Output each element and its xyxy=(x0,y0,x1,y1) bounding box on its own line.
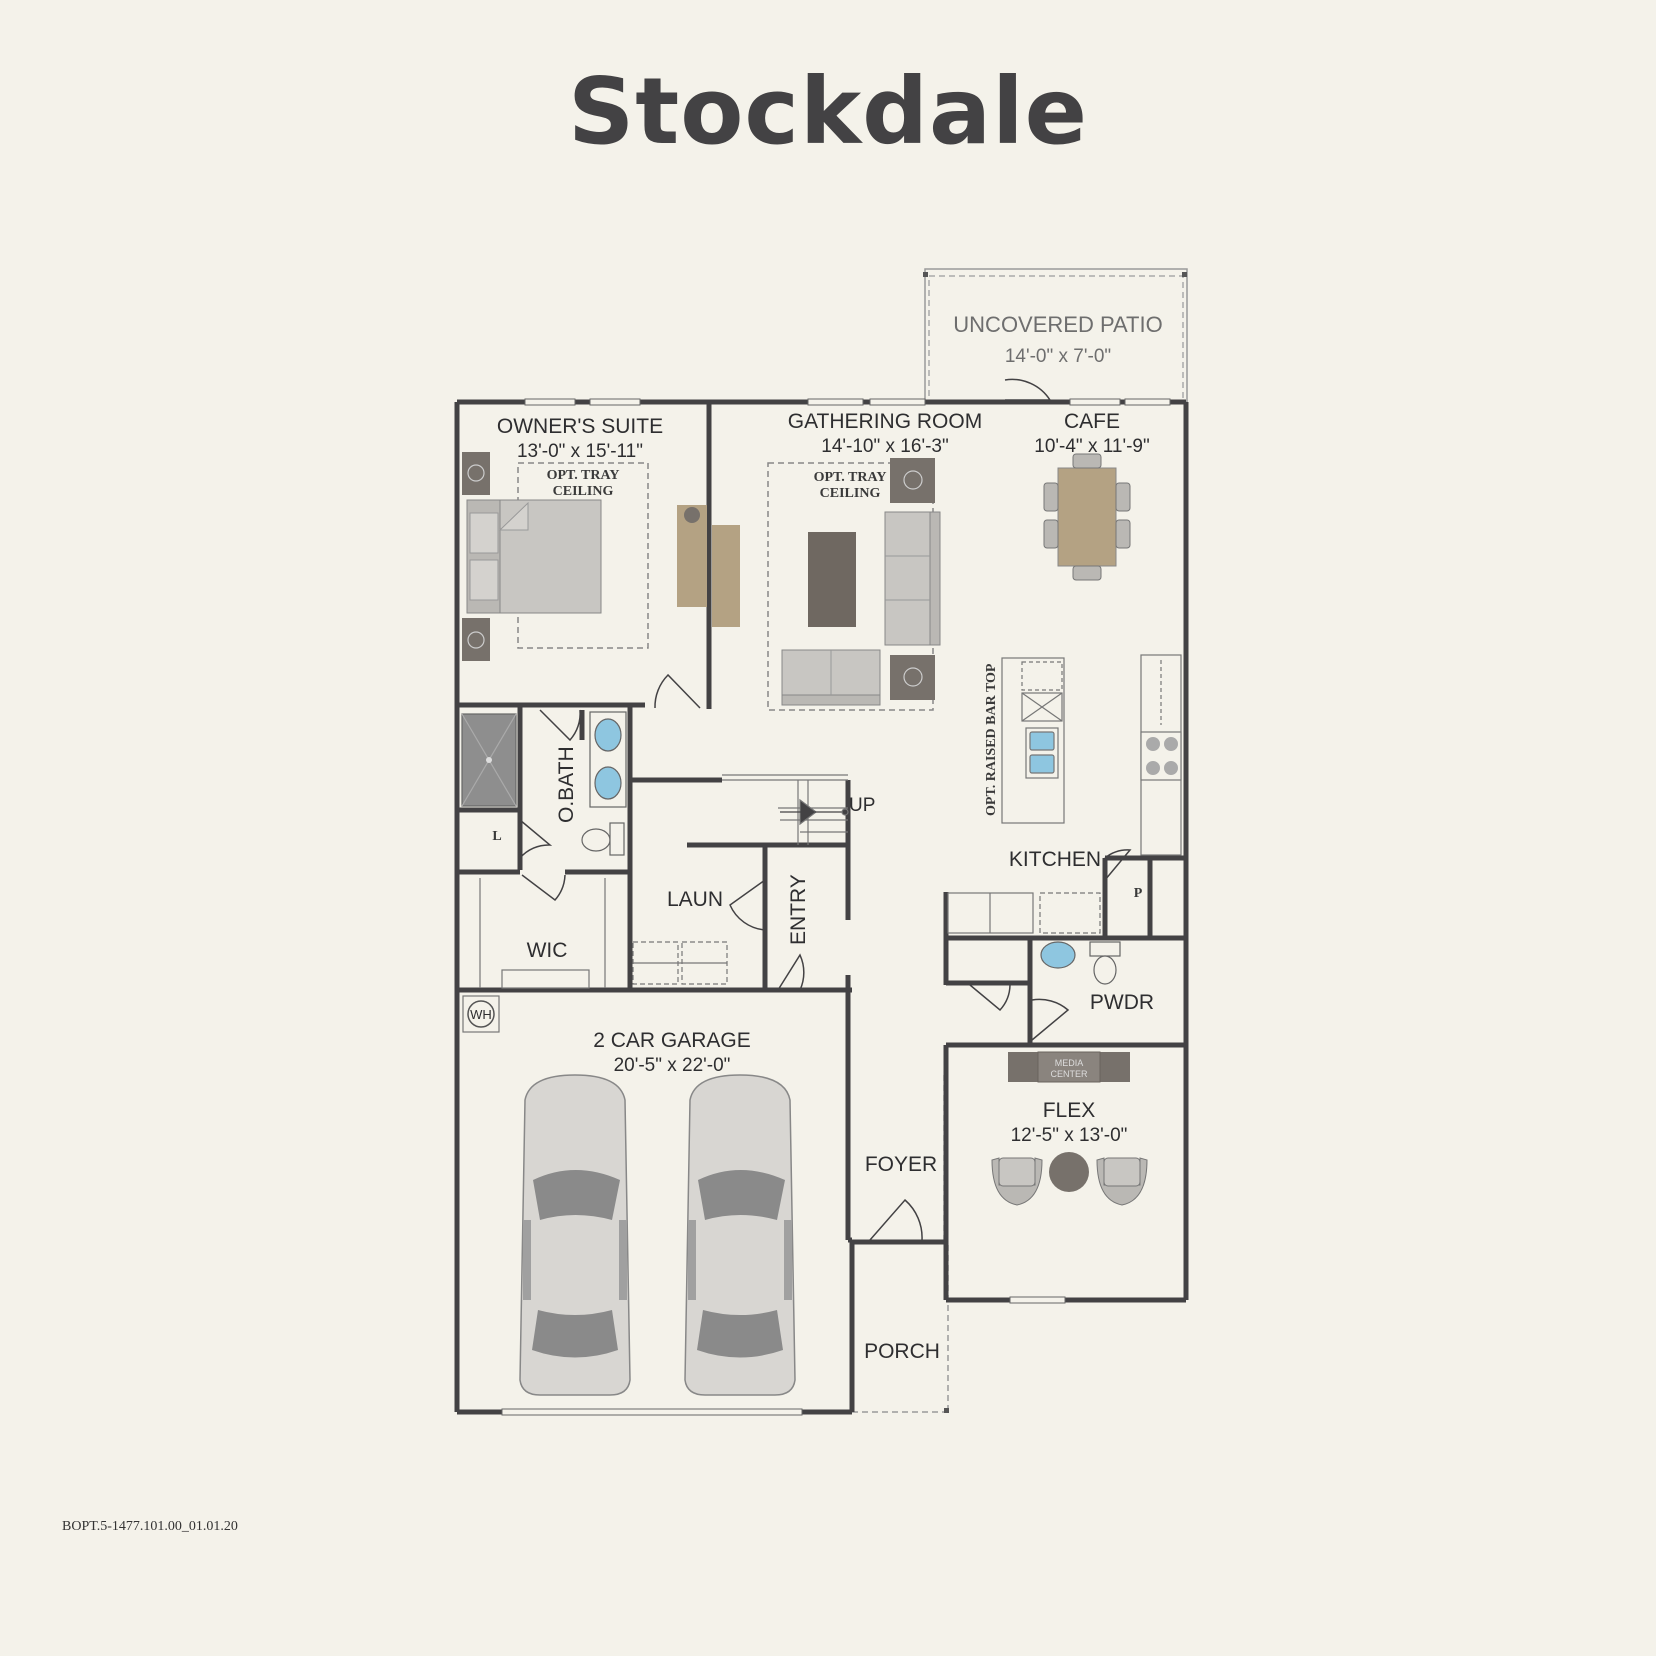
flex-dim: 12'-5" x 13'-0" xyxy=(1011,1125,1128,1146)
pantry-label: P xyxy=(1134,886,1143,901)
wic-shelves xyxy=(479,878,606,989)
tray-ceiling-note-1a: OPT. TRAY xyxy=(547,468,620,483)
pwdr-label: PWDR xyxy=(1090,991,1154,1014)
entry-label: ENTRY xyxy=(787,874,810,945)
water-heater-label: WH xyxy=(470,1007,492,1022)
doors xyxy=(519,378,1132,1241)
up-label: UP xyxy=(849,795,875,816)
gathering-room-furniture xyxy=(767,458,941,711)
windows xyxy=(501,398,1171,1416)
stairs xyxy=(722,774,849,845)
obath-label: O.BATH xyxy=(555,746,578,823)
garage-dim: 20'-5" x 22'-0" xyxy=(614,1055,731,1076)
foyer-label: FOYER xyxy=(865,1153,937,1176)
water-heater xyxy=(462,995,500,1033)
kitchen-fixtures xyxy=(947,654,1182,934)
plan-title: Stockdale xyxy=(567,58,1089,165)
flex-label: FLEX xyxy=(1043,1099,1096,1122)
owners-suite-furniture xyxy=(462,452,740,661)
interior-walls xyxy=(457,402,1186,1412)
owners-suite-dim: 13'-0" x 15'-11" xyxy=(517,441,643,462)
uncovered-patio-label: UNCOVERED PATIO xyxy=(953,312,1162,337)
tray-ceiling-note-1b: CEILING xyxy=(553,484,614,499)
media-center-label-a: MEDIA xyxy=(1055,1058,1084,1068)
bath-fixtures xyxy=(461,711,1121,985)
tray-ceiling-note-2a: OPT. TRAY xyxy=(814,470,887,485)
cafe-table xyxy=(1043,453,1131,581)
garage-label: 2 CAR GARAGE xyxy=(593,1029,751,1052)
garage-car-left xyxy=(519,1074,631,1396)
kitchen-label: KITCHEN xyxy=(1009,848,1101,871)
document-code: BOPT.5-1477.101.00_01.01.20 xyxy=(62,1519,238,1534)
wic-label: WIC xyxy=(527,939,568,962)
porch-label: PORCH xyxy=(864,1340,940,1363)
linen-label: L xyxy=(492,829,501,844)
laun-label: LAUN xyxy=(667,888,723,911)
flex-furniture xyxy=(991,1051,1148,1206)
cafe-label: CAFE xyxy=(1064,410,1120,433)
gathering-room-label: GATHERING ROOM xyxy=(788,410,982,433)
tray-ceiling-note-2b: CEILING xyxy=(820,486,881,501)
cafe-dim: 10'-4" x 11'-9" xyxy=(1034,436,1149,457)
media-center-label-b: CENTER xyxy=(1050,1069,1088,1079)
gathering-room-dim: 14'-10" x 16'-3" xyxy=(821,436,948,457)
uncovered-patio-dim: 14'-0" x 7'-0" xyxy=(1005,346,1111,367)
raised-bar-note: OPT. RAISED BAR TOP xyxy=(984,663,999,816)
laundry-fixtures xyxy=(632,941,728,985)
labels: UNCOVERED PATIO 14'-0" x 7'-0" OWNER'S S… xyxy=(470,312,1163,1363)
owners-suite-label: OWNER'S SUITE xyxy=(497,415,663,438)
garage-car-right xyxy=(684,1074,796,1396)
